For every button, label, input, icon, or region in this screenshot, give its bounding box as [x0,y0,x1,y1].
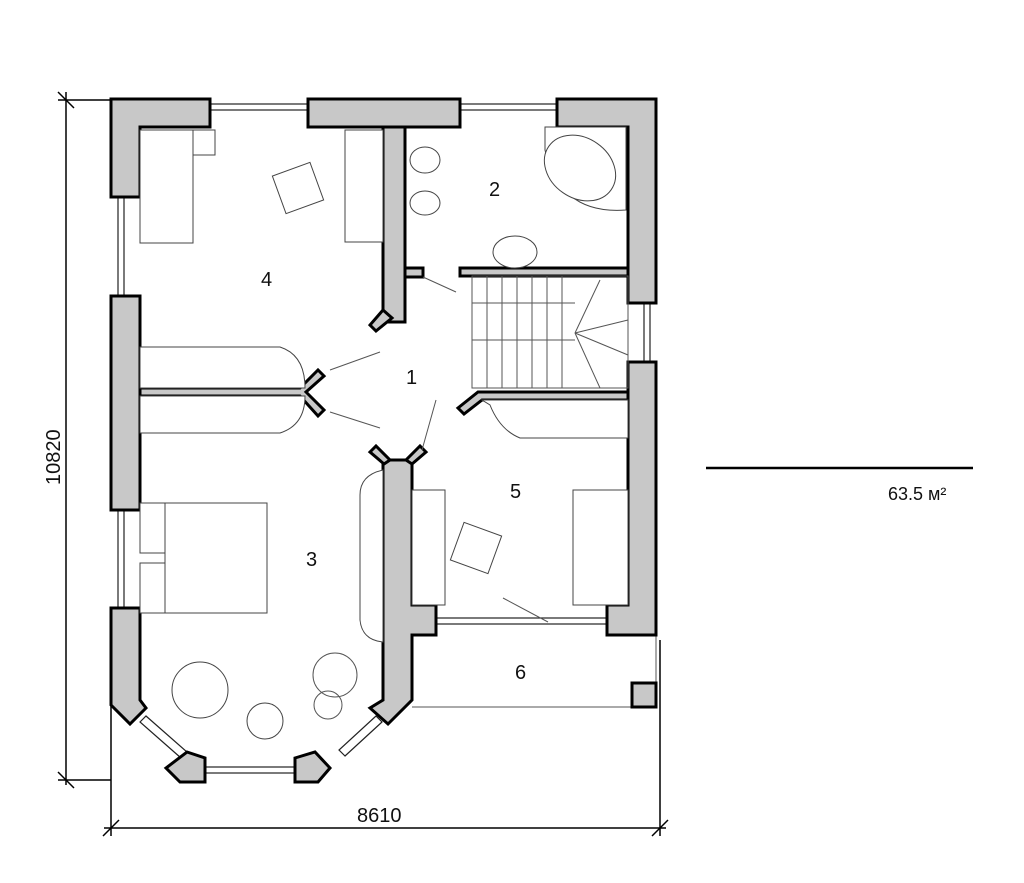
room-label-2: 2 [489,179,500,201]
desk-room-5 [411,489,446,606]
width-dimension-label: 8610 [357,805,402,827]
terrace-outline [412,635,658,709]
washbasin [492,235,538,269]
room-label-5: 5 [510,481,521,503]
chair-room-4 [271,161,325,215]
wardrobe-room-3 [139,395,306,434]
plant [312,652,358,698]
room-label-4: 4 [261,269,272,291]
room-label-1: 1 [406,367,417,389]
terrace-column [630,681,658,709]
desk-room-4 [344,129,384,243]
armchair [171,661,229,719]
round-table [246,702,284,740]
windows [117,103,651,774]
toilet [409,146,441,174]
door-swings [329,276,549,623]
room-label-6: 6 [515,662,526,684]
wardrobe-room-3-sliding [359,469,384,643]
chair-room-5 [449,521,503,575]
bed-room-3 [164,502,268,614]
bed-room-4 [139,129,194,244]
walls [109,97,658,784]
room-labels: 1 2 3 4 5 6 [261,179,526,684]
height-dimension-label: 10820 [43,429,65,485]
bidet [409,190,441,216]
bed-room-5 [572,489,629,606]
area-annotation: 63.5 м² [706,466,973,504]
width-dimension: 8610 [102,640,669,837]
height-dimension: 10820 [43,91,111,789]
area-label: 63.5 м² [888,484,946,504]
furniture [139,126,629,740]
room-label-3: 3 [306,549,317,571]
wardrobe-room-4 [139,346,306,389]
wardrobe-room-5 [480,399,629,439]
staircase [471,275,629,389]
